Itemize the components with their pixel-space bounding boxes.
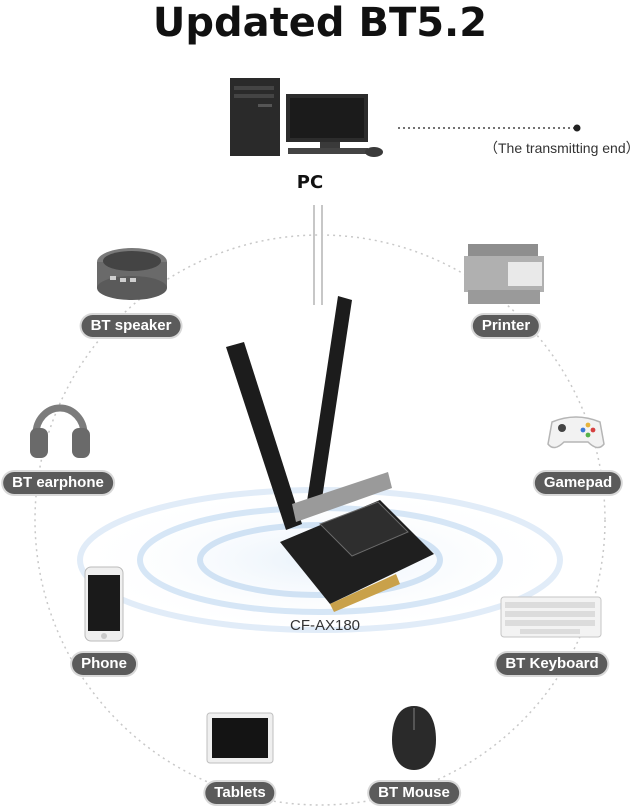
pc-icon bbox=[230, 78, 383, 157]
device-label-phone: Phone bbox=[72, 653, 136, 675]
wireless-card-image bbox=[226, 296, 434, 612]
antenna-left bbox=[226, 342, 302, 530]
keyboard-icon bbox=[500, 596, 602, 638]
device-label-earphone: BT earphone bbox=[3, 472, 113, 494]
device-label-printer: Printer bbox=[472, 315, 540, 337]
device-label-gamepad: Gamepad bbox=[534, 472, 622, 494]
transmitting-end-note: （The transmitting end） bbox=[484, 140, 640, 156]
page-title: Updated BT5.2 bbox=[152, 0, 488, 46]
transmit-endpoint-dot bbox=[573, 124, 581, 132]
headphones-icon bbox=[30, 404, 90, 458]
wave-ring-inner bbox=[197, 522, 443, 598]
pc-label: PC bbox=[296, 172, 324, 193]
pcie-bracket bbox=[292, 472, 392, 522]
antenna-right bbox=[306, 296, 352, 512]
card-model-label: CF-AX180 bbox=[289, 617, 361, 634]
phone-icon bbox=[84, 566, 124, 642]
gamepad-icon bbox=[547, 416, 605, 449]
device-label-speaker: BT speaker bbox=[81, 315, 181, 337]
pcie-connector bbox=[330, 574, 400, 612]
mouse-icon bbox=[392, 706, 436, 770]
printer-icon bbox=[464, 244, 544, 304]
speaker-icon bbox=[97, 248, 167, 300]
device-label-keyboard: BT Keyboard bbox=[496, 653, 608, 675]
device-label-tablets: Tablets bbox=[205, 782, 275, 804]
device-label-mouse: BT Mouse bbox=[369, 782, 459, 804]
tablet-icon bbox=[206, 712, 274, 764]
dotted-device-ring bbox=[34, 234, 606, 806]
